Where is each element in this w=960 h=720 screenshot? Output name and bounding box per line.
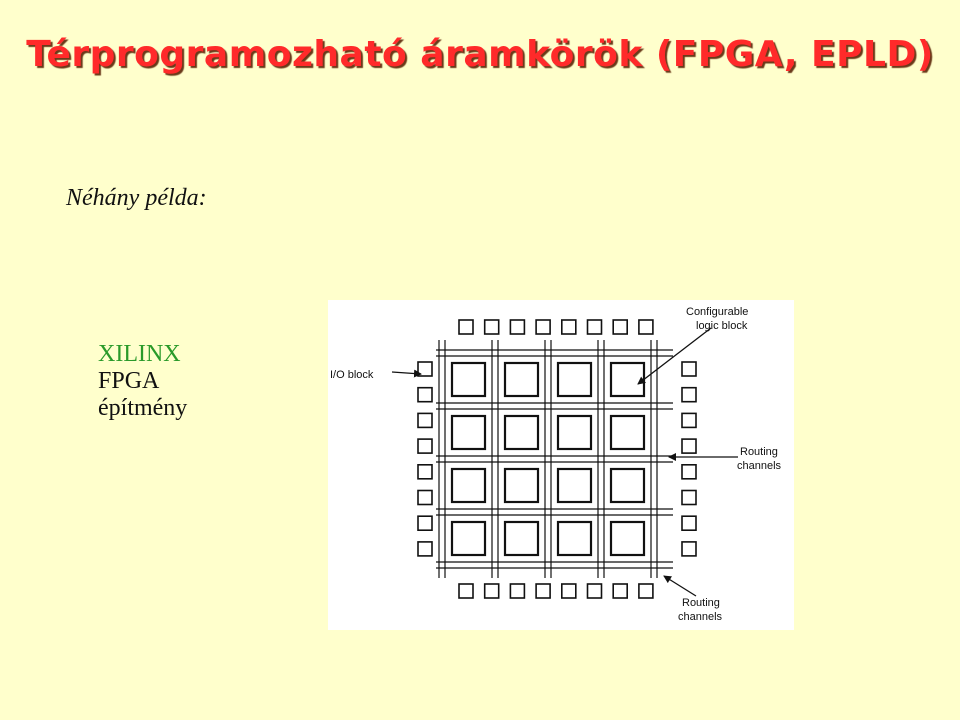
io-block — [417, 489, 433, 506]
logic-block — [503, 467, 540, 504]
io-block — [535, 319, 551, 335]
logic-block — [609, 414, 646, 451]
io-block — [638, 583, 654, 599]
io-block — [586, 583, 603, 599]
clb-label-line2: logic block — [696, 320, 748, 332]
io-block — [458, 583, 474, 599]
io-block — [483, 319, 500, 335]
diagram-caption: XILINX FPGA építmény — [98, 341, 187, 422]
logic-block — [556, 414, 593, 451]
caption-line-structure: építmény — [98, 395, 188, 421]
io-block — [586, 319, 603, 335]
logic-block — [556, 520, 593, 557]
io-block — [417, 438, 433, 454]
figure-background — [328, 300, 794, 630]
routing-channels-arrow-2 — [663, 575, 697, 597]
io-block — [417, 515, 433, 531]
logic-block — [503, 414, 540, 451]
io-block — [612, 583, 629, 599]
io-block — [417, 386, 433, 403]
fpga-architecture-diagram: I/O block Configurable logic block Routi… — [328, 300, 794, 630]
caption-line-fpga: FPGA — [98, 368, 160, 394]
fpga-architecture-figure: I/O block Configurable logic block Routi… — [328, 300, 794, 630]
clb-label-line1: Configurable — [686, 306, 748, 318]
io-block — [509, 583, 526, 599]
page-title: Térprogramozható áramkörök (FPGA, EPLD) — [26, 34, 934, 75]
logic-block — [503, 361, 540, 398]
io-block — [681, 541, 697, 557]
logic-block — [609, 520, 646, 557]
io-block — [681, 438, 697, 454]
logic-block — [609, 467, 646, 504]
io-block — [561, 319, 577, 335]
routing-label-2-line2: channels — [678, 611, 723, 623]
io-block — [681, 515, 697, 531]
io-block — [509, 319, 526, 335]
io-block — [681, 412, 697, 429]
io-block — [483, 583, 500, 599]
io-block — [417, 412, 433, 429]
io-block — [458, 319, 474, 335]
logic-block — [450, 467, 487, 504]
logic-block — [556, 361, 593, 398]
routing-label-1-line2: channels — [737, 460, 782, 472]
io-block — [681, 489, 697, 506]
io-block — [612, 319, 629, 335]
logic-block — [450, 361, 487, 398]
logic-block — [503, 520, 540, 557]
logic-block — [556, 467, 593, 504]
logic-block — [450, 414, 487, 451]
io-block — [561, 583, 577, 599]
io-block-arrow — [391, 369, 422, 378]
routing-label-1-line1: Routing — [740, 446, 778, 458]
logic-block — [609, 361, 646, 398]
routing-label-2-line1: Routing — [682, 597, 720, 609]
caption-brand: XILINX — [98, 341, 181, 367]
io-block — [638, 319, 654, 335]
io-block — [535, 583, 551, 599]
clb-arrow — [637, 327, 712, 385]
subtitle: Néhány példa: — [66, 185, 207, 211]
logic-block — [450, 520, 487, 557]
io-block — [681, 464, 697, 480]
io-block — [417, 464, 433, 480]
io-block-label: I/O block — [330, 369, 374, 381]
io-block — [681, 361, 697, 377]
io-block — [417, 541, 433, 557]
io-block — [681, 386, 697, 403]
